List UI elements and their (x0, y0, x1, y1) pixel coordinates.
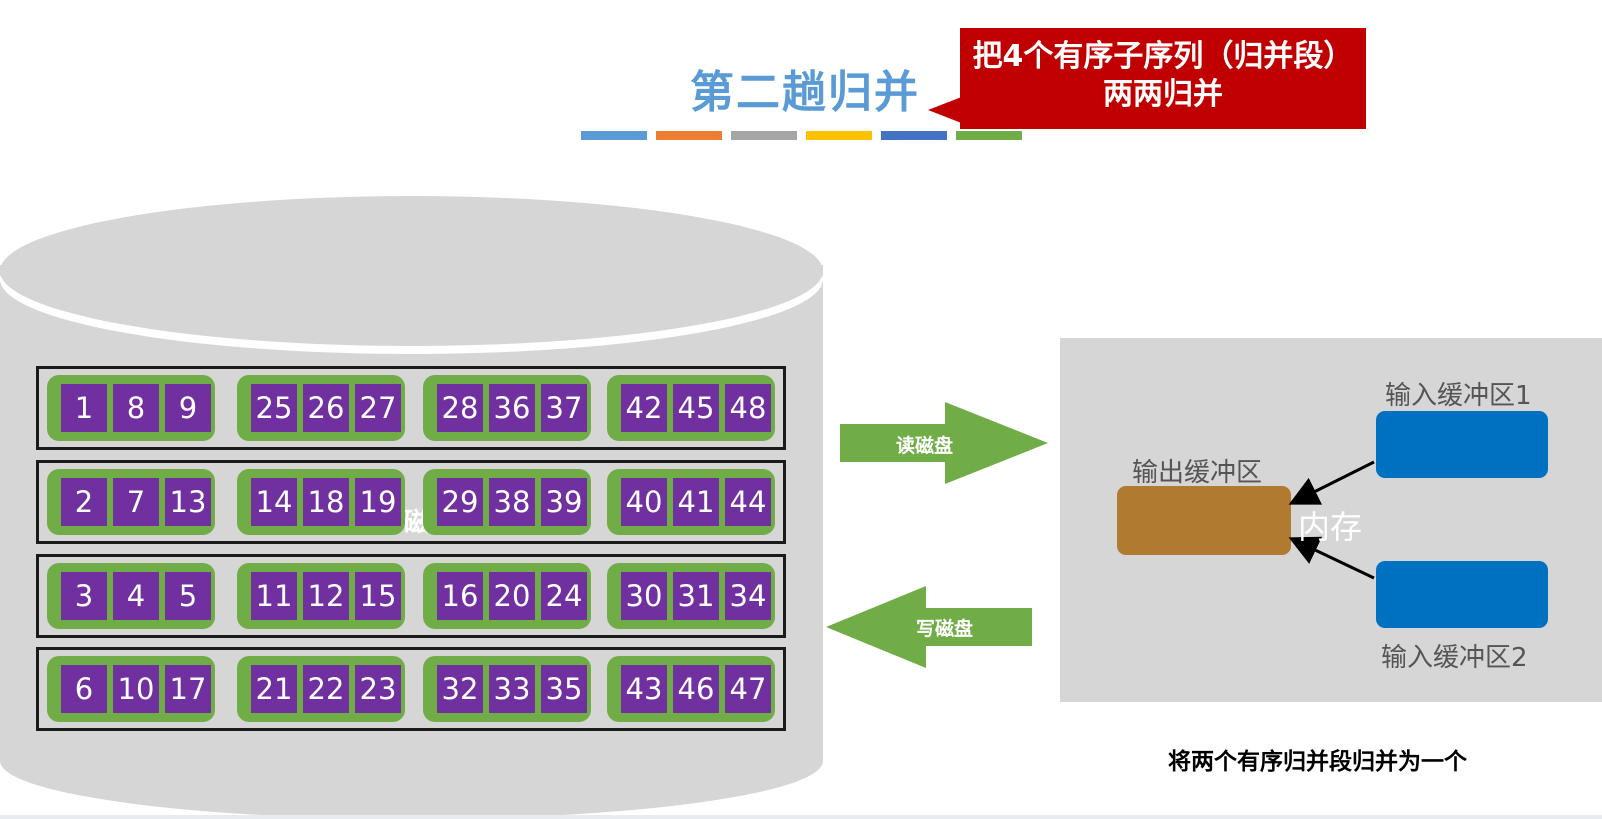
write-disk-arrow (826, 586, 1032, 668)
record-cell: 32 (437, 665, 483, 713)
record-cell: 12 (303, 572, 349, 620)
input-buffer-1-box (1376, 411, 1548, 478)
record-cell: 30 (621, 572, 667, 620)
record-cell: 6 (61, 665, 107, 713)
record-cell: 20 (489, 572, 535, 620)
record-cell: 16 (437, 572, 483, 620)
record-cell: 47 (725, 665, 771, 713)
record-cell: 14 (251, 478, 297, 526)
record-cell: 1 (61, 384, 107, 432)
disk-cylinder-top (0, 196, 823, 346)
write-disk-label: 写磁盘 (916, 618, 974, 640)
read-disk-label: 读磁盘 (896, 435, 954, 457)
arrow-input2-to-output (1288, 536, 1375, 580)
color-bar-segment (956, 131, 1022, 140)
record-cell: 41 (673, 478, 719, 526)
bottom-strip (0, 815, 1602, 819)
record-cell: 15 (355, 572, 401, 620)
arrow-input1-to-output (1288, 460, 1375, 505)
record-cell: 39 (541, 478, 587, 526)
record-cell: 9 (165, 384, 211, 432)
buffer-merge-arrows (1288, 460, 1375, 580)
record-cell: 21 (251, 665, 297, 713)
callout-box: 把4个有序子序列（归并段） 两两归并 (960, 28, 1366, 129)
read-disk-arrow (840, 402, 1048, 484)
callout-tail (928, 96, 964, 124)
record-cell: 8 (113, 384, 159, 432)
record-cell: 18 (303, 478, 349, 526)
memory-label: 内存 (1298, 508, 1363, 546)
record-cell: 26 (303, 384, 349, 432)
record-cell: 13 (165, 478, 211, 526)
callout-line-1: 把4个有序子序列（归并段） (972, 39, 1354, 74)
record-cell: 45 (673, 384, 719, 432)
record-cell: 10 (113, 665, 159, 713)
record-cell: 48 (725, 384, 771, 432)
input-buffer-2-label: 输入缓冲区2 (1381, 643, 1528, 673)
record-cell: 36 (489, 384, 535, 432)
write-arrow-shape (826, 586, 1032, 668)
record-cell: 5 (165, 572, 211, 620)
record-cell: 7 (113, 478, 159, 526)
record-cell: 43 (621, 665, 667, 713)
record-cell: 4 (113, 572, 159, 620)
record-cell: 29 (437, 478, 483, 526)
record-cell: 33 (489, 665, 535, 713)
record-cell: 40 (621, 478, 667, 526)
record-cell: 22 (303, 665, 349, 713)
output-buffer-box (1117, 486, 1291, 555)
record-cell: 17 (165, 665, 211, 713)
caption: 将两个有序归并段归并为一个 (1168, 749, 1467, 775)
callout-line-2: 两两归并 (1103, 77, 1223, 112)
record-cell: 24 (541, 572, 587, 620)
record-cell: 11 (251, 572, 297, 620)
record-cell: 42 (621, 384, 667, 432)
slide-title: 第二趟归并 (690, 67, 920, 118)
input-buffer-2-box (1376, 561, 1548, 628)
record-cell: 3 (61, 572, 107, 620)
record-cell: 38 (489, 478, 535, 526)
record-cell: 31 (673, 572, 719, 620)
record-cell: 34 (725, 572, 771, 620)
record-cell: 28 (437, 384, 483, 432)
record-cell: 44 (725, 478, 771, 526)
record-cell: 2 (61, 478, 107, 526)
record-cell: 27 (355, 384, 401, 432)
input-buffer-1-label: 输入缓冲区1 (1385, 381, 1532, 411)
record-cell: 37 (541, 384, 587, 432)
color-bar-segment (806, 131, 872, 140)
record-cell: 25 (251, 384, 297, 432)
color-bar-segment (731, 131, 797, 140)
read-arrow-shape (840, 402, 1048, 484)
color-bar-segment (581, 131, 647, 140)
record-cell: 46 (673, 665, 719, 713)
color-bar-segment (656, 131, 722, 140)
record-cell: 23 (355, 665, 401, 713)
output-buffer-label: 输出缓冲区 (1132, 458, 1263, 488)
record-cell: 35 (541, 665, 587, 713)
record-cell: 19 (355, 478, 401, 526)
color-bar-segment (881, 131, 947, 140)
